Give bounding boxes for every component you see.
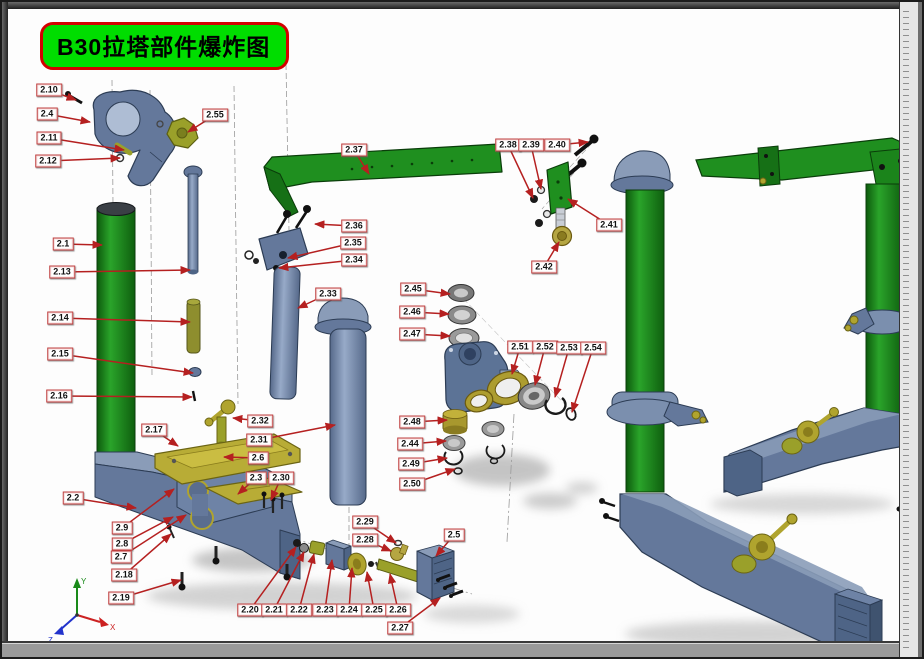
pins-2-27	[436, 573, 464, 598]
leader-line-2.13	[61, 265, 192, 275]
brass-fitting-2-28	[390, 539, 409, 561]
leader-line-2.45	[412, 288, 452, 297]
leader-line-2.36	[313, 220, 355, 229]
leader-line-2.18	[123, 533, 172, 576]
fastener-cluster-right	[530, 134, 599, 227]
leader-line-2.20	[249, 546, 297, 611]
window-left-edge	[2, 2, 8, 657]
window-top-edge	[2, 2, 922, 9]
leader-line-2.46	[411, 309, 451, 318]
leader-line-2.16	[58, 392, 194, 402]
leader-line-2.44	[409, 437, 448, 446]
status-bar	[2, 641, 922, 657]
anchor-block-2-41	[546, 161, 573, 231]
leader-line-2.39	[530, 144, 544, 191]
bearing-stack	[447, 284, 480, 348]
base-bolts	[166, 524, 291, 591]
leader-line-2.10	[48, 89, 77, 101]
bearing-2-52	[517, 382, 551, 410]
leader-line-2.41	[567, 198, 610, 226]
scrollbar-shade	[918, 2, 922, 657]
tower-assembly-center	[599, 150, 884, 653]
green-column-left-2-1	[96, 202, 136, 461]
leader-line-2.32	[231, 414, 261, 424]
axis-label-x: X	[110, 623, 116, 632]
axis-label-y: Y	[81, 577, 87, 586]
leader-line-2.2	[72, 497, 138, 511]
leader-line-2.53	[553, 347, 570, 399]
tower-assembly-right	[695, 137, 913, 521]
leader-line-2.47	[411, 331, 452, 340]
leader-line-2.17	[153, 429, 179, 447]
leader-line-2.54	[570, 347, 594, 413]
axis-triad: Y X Z	[48, 577, 116, 645]
leader-line-2.49	[410, 455, 449, 465]
leader-line-2.29	[364, 521, 397, 544]
leader-line-2.40	[556, 138, 590, 148]
guide-rod-2-13	[183, 165, 203, 275]
spring-cylinder-2-14	[186, 298, 201, 354]
assembled-view	[599, 137, 913, 653]
leader-line-2.24	[347, 566, 356, 611]
leader-line-2.38	[507, 144, 534, 199]
leader-line-2.21	[273, 551, 305, 611]
leader-line-2.15	[59, 353, 195, 376]
leader-line-2.6	[222, 453, 259, 462]
leader-line-2.50	[411, 468, 456, 485]
crank-handle-2-32	[204, 399, 236, 447]
leader-line-2.31	[258, 422, 337, 441]
rod-head-block	[244, 205, 311, 271]
pin-2-16	[191, 390, 197, 402]
end-block-2-5	[416, 544, 455, 601]
vertical-scrollbar[interactable]	[899, 2, 922, 657]
top-beam-2-37	[263, 143, 503, 217]
leader-line-2.1	[62, 240, 104, 249]
leader-line-2.14	[59, 317, 192, 326]
leader-line-2.12	[47, 154, 122, 163]
strut-column-2-33	[269, 266, 301, 400]
leader-line-2.28	[364, 539, 392, 552]
bushing-set	[442, 409, 506, 475]
leader-line-2.4	[46, 113, 92, 125]
leader-line-2.52	[533, 346, 546, 387]
axis-label-z: Z	[48, 636, 53, 645]
leader-line-2.42	[543, 241, 560, 268]
mast-column-2-31	[314, 297, 372, 506]
ring-2-54	[565, 407, 577, 421]
clamp-part-2-4	[92, 89, 178, 187]
brass-nut-2-42	[551, 225, 573, 247]
retaining-ring-2-53	[544, 397, 567, 415]
leader-line-2.48	[411, 416, 449, 425]
leader-line-2.22	[298, 552, 316, 611]
drawing-title: B30拉塔部件爆炸图	[40, 22, 290, 70]
worm-gear-rings	[464, 370, 577, 421]
leader-line-2.23	[324, 558, 335, 611]
scrollbar-ticks	[903, 6, 909, 653]
